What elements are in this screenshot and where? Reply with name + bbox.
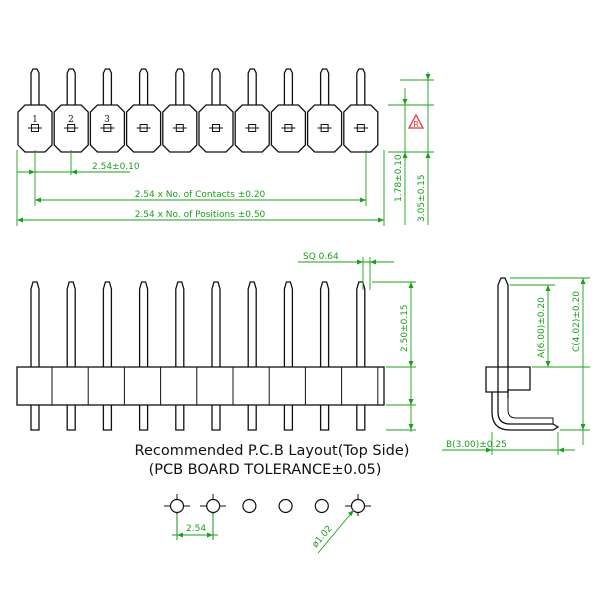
pcb-hole-1 bbox=[169, 498, 185, 514]
a-dimension-label: A(6.00)±0.20 bbox=[537, 297, 547, 358]
top-pin-2 bbox=[53, 68, 89, 153]
front-view-pins bbox=[30, 281, 379, 431]
sq-label: SQ 0.64 bbox=[303, 252, 339, 262]
pcb-hole-3 bbox=[242, 498, 257, 514]
top-pin-7 bbox=[234, 68, 270, 153]
front-pin-8 bbox=[283, 281, 306, 431]
pcb-layout-title: Recommended P.C.B Layout(Top Side) bbox=[135, 443, 410, 459]
side-pin-bent bbox=[491, 392, 560, 431]
front-view-housing bbox=[16, 366, 385, 406]
pcb-holes bbox=[169, 498, 366, 514]
warning-triangle-icon: R bbox=[407, 113, 425, 129]
top-pin-1 bbox=[17, 68, 53, 153]
b-dimension-label: B(3.00)±0.25 bbox=[446, 440, 507, 450]
front-pin-1 bbox=[30, 281, 53, 431]
front-view: SQ 0.64 2.50±0.15 bbox=[16, 252, 416, 432]
svg-text:R: R bbox=[413, 120, 419, 129]
top-pin-5 bbox=[162, 68, 198, 153]
pcb-dimensions bbox=[172, 509, 355, 554]
top-view-dimensions bbox=[16, 72, 434, 226]
pcb-layout: Recommended P.C.B Layout(Top Side) (PCB … bbox=[135, 443, 410, 554]
top-view: 1 2 3 R bbox=[16, 68, 434, 226]
top-pin-8 bbox=[270, 68, 307, 153]
pin-number-1: 1 bbox=[32, 115, 38, 125]
pcb-hole-6 bbox=[350, 498, 366, 514]
front-pin-10 bbox=[356, 281, 379, 431]
pcb-hole-5 bbox=[314, 498, 329, 514]
pcb-hole-2 bbox=[206, 498, 221, 514]
side-view-dimensions bbox=[442, 277, 590, 455]
top-pin-4 bbox=[125, 68, 162, 153]
top-pin-6 bbox=[198, 68, 234, 153]
side-view: A(6.00)±0.20 C(4.02)±0.20 B(3.00)±0.25 bbox=[442, 277, 590, 455]
top-pin-9 bbox=[306, 68, 343, 153]
pin-number-2: 2 bbox=[68, 115, 74, 125]
pitch-label: 2.54±0.10 bbox=[92, 162, 140, 172]
front-pin-5 bbox=[175, 281, 198, 431]
pcb-layout-subtitle: (PCB BOARD TOLERANCE±0.05) bbox=[149, 462, 382, 478]
pcb-pitch-label: 2.54 bbox=[186, 524, 206, 534]
front-pin-2 bbox=[66, 281, 89, 431]
front-pin-7 bbox=[247, 281, 270, 431]
top-pin-10 bbox=[343, 68, 379, 153]
top-pin-3 bbox=[89, 68, 126, 153]
front-pin-3 bbox=[102, 281, 125, 431]
front-pin-4 bbox=[138, 281, 162, 431]
top-view-pins bbox=[17, 68, 379, 153]
pin-length-label: 2.50±0.15 bbox=[400, 304, 410, 352]
height-label-1: 1.78±0.10 bbox=[394, 154, 404, 202]
height-label-2: 3.05±0.15 bbox=[417, 174, 427, 222]
positions-length-label: 2.54 x No. of Positions ±0.50 bbox=[135, 210, 266, 220]
pin-number-3: 3 bbox=[104, 115, 110, 125]
pcb-hole-4 bbox=[278, 498, 293, 514]
c-dimension-label: C(4.02)±0.20 bbox=[572, 291, 582, 352]
front-pin-9 bbox=[319, 281, 343, 431]
front-view-dimensions bbox=[298, 257, 416, 432]
side-pin-vertical bbox=[497, 277, 509, 398]
front-pin-6 bbox=[211, 281, 234, 431]
contacts-length-label: 2.54 x No. of Contacts ±0.20 bbox=[135, 190, 266, 200]
side-housing bbox=[485, 366, 531, 393]
